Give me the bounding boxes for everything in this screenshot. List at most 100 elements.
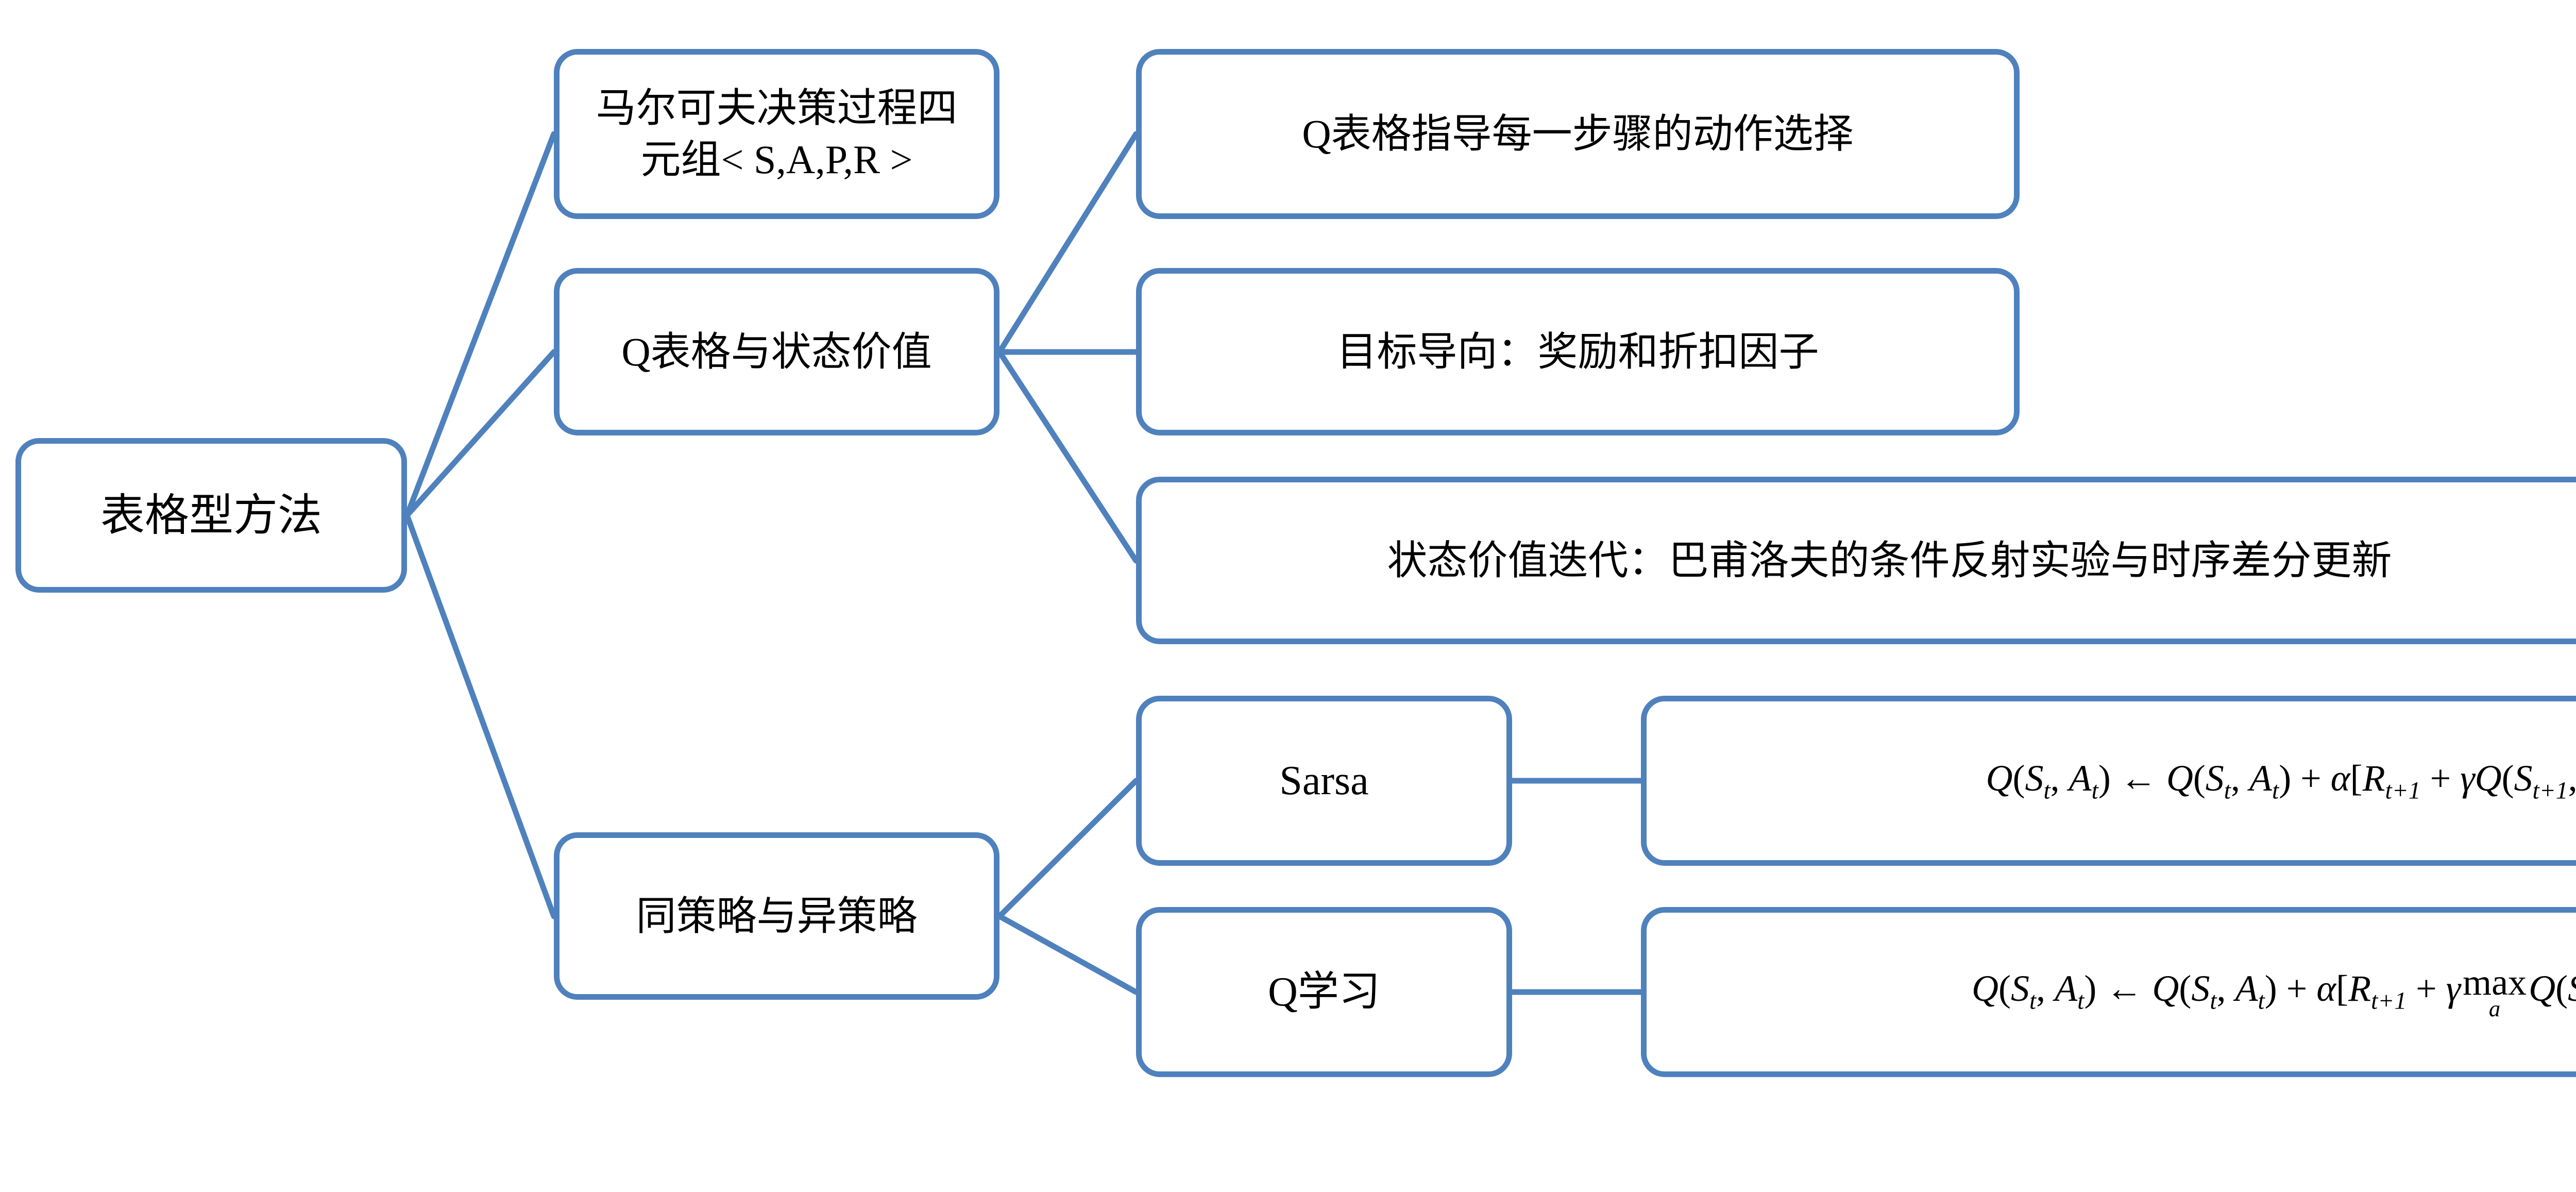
ql-lp2: ( [2179, 967, 2192, 1009]
ql-plus1: + [2286, 967, 2308, 1009]
sarsa-lp2: ( [2193, 758, 2206, 799]
ql-lp3: ( [2555, 967, 2568, 1009]
sarsa-s2-sub: t [2224, 777, 2231, 804]
sarsa-s3-sub: t+1 [2532, 777, 2568, 804]
sarsa-r: R [2362, 758, 2385, 799]
node-sarsa[interactable]: Sarsa [1136, 696, 1512, 866]
sarsa-sp5 [2451, 758, 2460, 799]
ql-s3: S [2568, 968, 2576, 1009]
ql-sp3 [2307, 968, 2316, 1009]
node-mdp[interactable]: 马尔可夫决策过程四元组< S,A,P,R > [554, 49, 999, 219]
ql-rp1: ) [2084, 967, 2097, 1009]
sarsa-comma3: , [2568, 758, 2576, 799]
node-policy-label: 同策略与异策略 [636, 893, 918, 938]
node-qtable[interactable]: Q表格与状态价值 [554, 268, 999, 435]
sarsa-q2: Q [2166, 758, 2193, 799]
sarsa-lp1: ( [2012, 758, 2025, 799]
sarsa-q1: Q [1986, 758, 2013, 799]
connector-root-to-qtable [404, 349, 557, 518]
ql-lp1: ( [1998, 967, 2011, 1009]
ql-s2: S [2191, 967, 2210, 1009]
ql-s1: S [2010, 967, 2029, 1009]
node-sarsa-formula[interactable]: Q(St, At) ← Q(St, At) + α[Rt+1 + γQ(St+1… [1641, 696, 2576, 866]
node-policy[interactable]: 同策略与异策略 [554, 832, 999, 1000]
sarsa-sp2 [2291, 758, 2300, 799]
sarsa-comma2: , [2231, 758, 2249, 799]
node-root[interactable]: 表格型方法 [15, 438, 407, 593]
sarsa-s1-sub: t [2043, 777, 2050, 804]
ql-r: R [2348, 967, 2371, 1009]
sarsa-openbr: [ [2350, 758, 2363, 799]
ql-r-sub: t+1 [2371, 987, 2407, 1015]
sarsa-sp3 [2321, 758, 2331, 799]
sarsa-s3: S [2514, 758, 2533, 799]
ql-openbr: [ [2336, 967, 2349, 1009]
ql-sp1 [2143, 968, 2152, 1009]
node-mdp-label: 马尔可夫决策过程四元组< S,A,P,R > [573, 82, 980, 186]
ql-sp5 [2437, 968, 2446, 1009]
sarsa-arrow-glyph: ← [2120, 758, 2157, 799]
ql-rp2: ) [2264, 967, 2277, 1009]
sarsa-sp4 [2421, 758, 2430, 799]
connector-root-to-policy [404, 512, 557, 919]
ql-q1: Q [1971, 967, 1998, 1009]
ql-arrow-glyph: ← [2106, 967, 2143, 1009]
connector-policy-to-sarsa [996, 778, 1139, 919]
node-qtable-label: Q表格与状态价值 [621, 329, 932, 374]
sarsa-rp2: ) [2279, 758, 2292, 799]
ql-q2: Q [2152, 967, 2179, 1009]
node-goal-reward-discount[interactable]: 目标导向：奖励和折扣因子 [1136, 268, 2020, 435]
sarsa-alpha: α [2330, 758, 2350, 799]
sarsa-formula-text: Q(St, At) ← Q(St, At) + α[Rt+1 + γQ(St+1… [1660, 754, 2576, 807]
ql-a1: A [2055, 967, 2078, 1009]
sarsa-a1: A [2069, 758, 2092, 799]
node-mdp-label-line1: 马尔可夫决策过程四 [596, 86, 958, 131]
ql-a2: A [2235, 967, 2258, 1009]
sarsa-plus2: + [2430, 758, 2451, 799]
sarsa-plus1: + [2300, 758, 2321, 799]
node-value-iteration-pavlov-label: 状态价值迭代：巴甫洛夫的条件反射实验与时序差分更新 [1387, 538, 2392, 583]
ql-a2-sub: t [2258, 987, 2265, 1015]
ql-comma2: , [2216, 967, 2235, 1009]
sarsa-comma1: , [2050, 758, 2069, 799]
node-qlearning[interactable]: Q学习 [1136, 907, 1512, 1077]
sarsa-a1-sub: t [2091, 777, 2098, 804]
ql-alpha: α [2316, 967, 2336, 1009]
sarsa-lp3: ( [2501, 758, 2514, 799]
sarsa-s1: S [2025, 758, 2044, 799]
connector-policy-to-qlearn [996, 913, 1139, 995]
ql-s2-sub: t [2210, 987, 2217, 1015]
ql-comma1: , [2036, 967, 2055, 1009]
node-value-iteration-pavlov[interactable]: 状态价值迭代：巴甫洛夫的条件反射实验与时序差分更新 [1136, 477, 2576, 644]
connector-qtable-to-r1 [996, 131, 1139, 355]
ql-s1-sub: t [2029, 987, 2037, 1015]
connector-qtable-to-r3 [996, 349, 1139, 564]
sarsa-r-sub: t+1 [2385, 777, 2421, 804]
node-mdp-label-line2: 元组< S,A,P,R > [640, 137, 913, 182]
ql-q3: Q [2529, 967, 2556, 1009]
sarsa-arrow [2111, 758, 2120, 799]
sarsa-a2-sub: t [2272, 777, 2279, 804]
ql-max-label: max [2463, 961, 2527, 1003]
sarsa-s2: S [2205, 758, 2224, 799]
ql-sp0 [2096, 968, 2106, 1009]
ql-sp2 [2277, 968, 2286, 1009]
ql-a1-sub: t [2077, 987, 2084, 1015]
sarsa-gamma: γ [2460, 758, 2475, 799]
sarsa-rp1: ) [2098, 758, 2111, 799]
node-q-guides-action[interactable]: Q表格指导每一步骤的动作选择 [1136, 49, 2020, 219]
ql-sp4 [2406, 968, 2416, 1009]
ql-plus2: + [2416, 967, 2437, 1009]
node-root-label: 表格型方法 [100, 490, 322, 540]
node-qlearning-label: Q学习 [1268, 969, 1380, 1015]
connector-root-to-mdp [404, 131, 557, 518]
node-goal-reward-discount-label: 目标导向：奖励和折扣因子 [1336, 329, 1819, 374]
sarsa-q3: Q [2475, 758, 2502, 799]
sarsa-sp1 [2157, 758, 2166, 799]
ql-gamma: γ [2446, 967, 2461, 1009]
node-sarsa-label: Sarsa [1279, 758, 1369, 803]
